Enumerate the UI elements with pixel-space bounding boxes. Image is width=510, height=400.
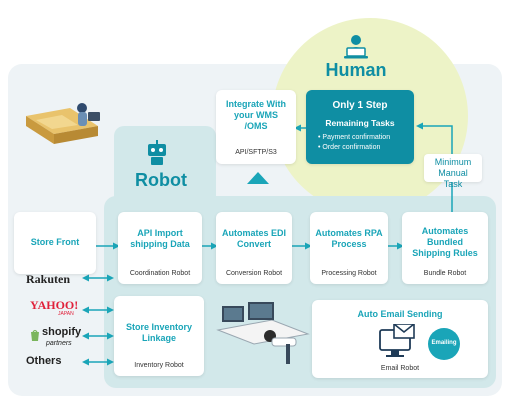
email-sending-card: Auto Email Sending Emailing Email Robot bbox=[312, 300, 488, 378]
yahoo-japan-sub: JAPAN bbox=[58, 311, 74, 317]
processing-robot-caption: Processing Robot bbox=[321, 270, 377, 277]
arrow-bundle-to-onestep bbox=[416, 122, 453, 214]
minimum-manual-task-text: Minimum Manual Task bbox=[434, 157, 472, 189]
inventory-robot-caption: Inventory Robot bbox=[134, 362, 184, 369]
store-front-card: Store Front bbox=[14, 212, 96, 274]
inventory-linkage-title: Store Inventory Linkage bbox=[125, 322, 192, 343]
conversion-robot-caption: Conversion Robot bbox=[225, 270, 283, 277]
api-import-card: API Import shipping Data Coordination Ro… bbox=[118, 212, 202, 284]
rakuten-logo: Rakuten bbox=[26, 272, 71, 286]
integrate-subtitle: API/SFTP/S3 bbox=[235, 149, 277, 156]
yen-symbol-illustration bbox=[18, 98, 114, 158]
one-step-title: Only 1 Step bbox=[332, 100, 388, 111]
shopify-bag-icon bbox=[30, 328, 40, 341]
human-title: Human bbox=[325, 60, 387, 80]
integrate-card: Integrate With your WMS /OMS API/SFTP/S3 bbox=[216, 90, 296, 164]
rpa-process-title: Automates RPA Process bbox=[315, 228, 383, 249]
others-label: Others bbox=[26, 355, 62, 367]
shopify-partners-sub: partners bbox=[46, 340, 72, 347]
worker-desk-illustration bbox=[212, 300, 312, 368]
store-front-label: Store Front bbox=[30, 237, 80, 247]
robot-pointer-triangle bbox=[247, 172, 269, 184]
robot-icon bbox=[146, 140, 168, 166]
emailing-badge: Emailing bbox=[428, 328, 460, 360]
bundle-rules-title: Automates Bundled Shipping Rules bbox=[412, 226, 478, 258]
bundle-robot-caption: Bundle Robot bbox=[423, 270, 467, 277]
email-robot-caption: Email Robot bbox=[380, 365, 420, 372]
one-step-card: Only 1 Step Remaining Tasks • Payment co… bbox=[306, 90, 414, 164]
edi-convert-title: Automates EDI Convert bbox=[221, 228, 286, 249]
shopify-logo: shopify bbox=[42, 326, 82, 338]
integrate-title: Integrate With your WMS /OMS bbox=[226, 99, 286, 131]
email-sending-title: Auto Email Sending bbox=[357, 309, 443, 319]
rpa-process-card: Automates RPA Process Processing Robot bbox=[310, 212, 388, 284]
inventory-linkage-card: Store Inventory Linkage Inventory Robot bbox=[114, 296, 204, 376]
one-step-subtitle: Remaining Tasks bbox=[325, 118, 395, 128]
api-import-title: API Import shipping Data bbox=[130, 228, 190, 249]
order-bullet: • Order confirmation bbox=[318, 144, 381, 151]
payment-bullet: • Payment confirmation bbox=[318, 134, 391, 141]
emailing-badge-label: Emailing bbox=[431, 340, 457, 346]
yahoo-logo: YAHOO! bbox=[30, 298, 79, 312]
edi-convert-card: Automates EDI Convert Conversion Robot bbox=[216, 212, 292, 284]
robot-title: Robot bbox=[135, 170, 187, 190]
minimum-manual-task-label: Minimum Manual Task bbox=[424, 154, 482, 189]
coordination-robot-caption: Coordination Robot bbox=[129, 270, 191, 277]
bundle-rules-card: Automates Bundled Shipping Rules Bundle … bbox=[402, 212, 488, 284]
person-laptop-icon bbox=[342, 34, 370, 60]
email-monitor-icon bbox=[376, 323, 420, 360]
